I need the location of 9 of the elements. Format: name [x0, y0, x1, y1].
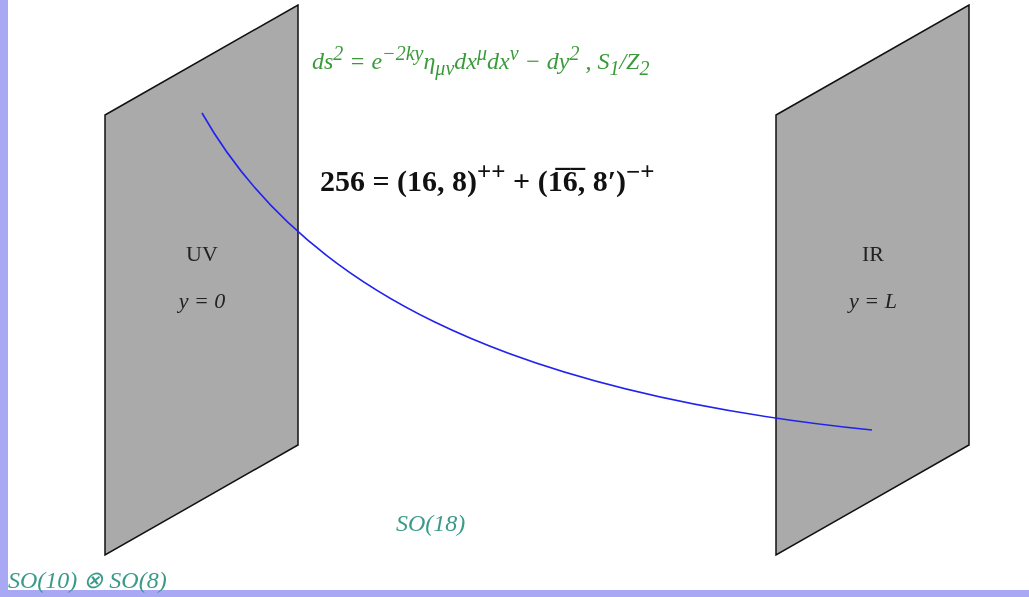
representation-equation: 256 = (16, 8)$^{++}$ + (1̅6̅, 8′)$^{−+}$ — [320, 158, 655, 198]
brane-position: y = 0 — [176, 288, 227, 314]
brane-position: y = L — [846, 288, 898, 314]
symmetry-label: SO(18) — [396, 510, 466, 537]
symmetry-label: SO(10) ⊗ SO(8) — [8, 566, 167, 594]
brane-label: IR — [861, 241, 885, 267]
metric-equation: ds$^{2}$ = e$^{−2ky}$η$_{μν}$dx$^{μ}$dx$^{ν}$ − dy$^{2}$ , S$_{1}$/Z$_{2}$ — [312, 42, 650, 80]
brane-label: UV — [185, 241, 219, 267]
warp-curve — [201, 112, 873, 431]
